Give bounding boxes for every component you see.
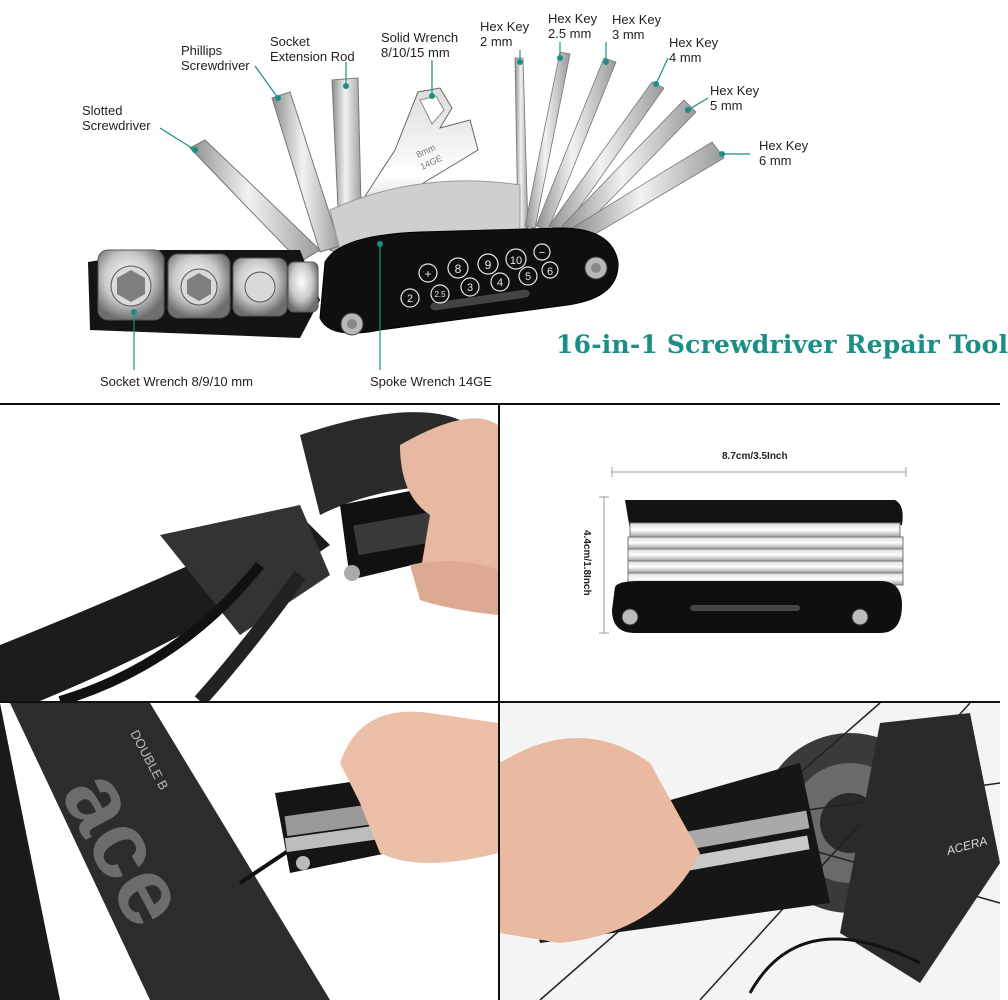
- callout-leaders: [133, 42, 750, 370]
- callout-hex-key-6: Hex Key 6 mm: [759, 138, 809, 168]
- hex-keys: [514, 51, 725, 241]
- hand: [400, 418, 498, 593]
- callout-socket-extension-rod: Socket Extension Rod: [270, 34, 355, 64]
- callout-socket-wrench: Socket Wrench 8/9/10 mm: [100, 374, 253, 389]
- mark-4: 4: [497, 277, 503, 289]
- divider-middle: [0, 701, 1000, 703]
- dimension-width: 8.7cm/3.5Inch: [722, 451, 788, 462]
- frame-tube: [10, 703, 330, 1000]
- mark-3: 3: [467, 282, 473, 294]
- folded-multitool: [612, 500, 904, 633]
- tire: [0, 703, 60, 1000]
- callout-slotted-screwdriver: Slotted Screwdriver: [82, 103, 151, 133]
- mark-5: 5: [525, 271, 531, 283]
- photo-derailleur: ACERA: [499, 702, 1001, 1000]
- mark-10: 10: [510, 255, 522, 267]
- callout-hex-key-2-5: Hex Key 2.5 mm: [548, 11, 598, 41]
- hand-2: [340, 711, 498, 863]
- callout-spoke-wrench: Spoke Wrench 14GE: [370, 374, 492, 389]
- divider-vertical: [498, 403, 500, 1000]
- mark-8: 8: [455, 262, 462, 276]
- callout-hex-key-3: Hex Key 3 mm: [612, 12, 662, 42]
- photo-handlebar: [0, 405, 498, 706]
- dimension-height: 4.4cm/1.8Inch: [581, 530, 592, 596]
- hero-panel: 8mm 14GE: [0, 0, 1008, 405]
- multitool-illustration: 8mm 14GE: [88, 42, 750, 370]
- photo-dimensions: 8.7cm/3.5Inch 4.4cm/1.8Inch: [500, 405, 1000, 701]
- mark-2-5: 2.5: [434, 290, 446, 299]
- mark-plus: +: [424, 267, 431, 281]
- mark-9: 9: [485, 258, 492, 272]
- mark-6: 6: [547, 266, 553, 278]
- callout-hex-key-2: Hex Key 2 mm: [480, 19, 530, 49]
- callout-solid-wrench: Solid Wrench 8/10/15 mm: [381, 30, 459, 60]
- hand-3: [500, 738, 700, 943]
- photo-frame: ace DOUBLE B: [0, 703, 498, 1000]
- derailleur: [840, 713, 1000, 983]
- callout-phillips-screwdriver: Phillips Screwdriver: [181, 43, 250, 73]
- mark-minus: −: [539, 247, 545, 259]
- handle-markings: + 8 9 10 − 6 2 2.5 3 4 5: [400, 243, 559, 308]
- divider-top: [0, 403, 1000, 405]
- callout-dots: [131, 55, 725, 315]
- mark-2: 2: [407, 293, 413, 305]
- callout-hex-key-5: Hex Key 5 mm: [710, 83, 760, 113]
- product-title: 16-in-1 Screwdriver Repair Tool: [556, 330, 1008, 359]
- slotted-screwdriver: [189, 139, 321, 263]
- sockets: [97, 249, 319, 321]
- tool-handle: [319, 227, 619, 334]
- handle-slot: [430, 289, 530, 311]
- callout-hex-key-4: Hex Key 4 mm: [669, 35, 719, 65]
